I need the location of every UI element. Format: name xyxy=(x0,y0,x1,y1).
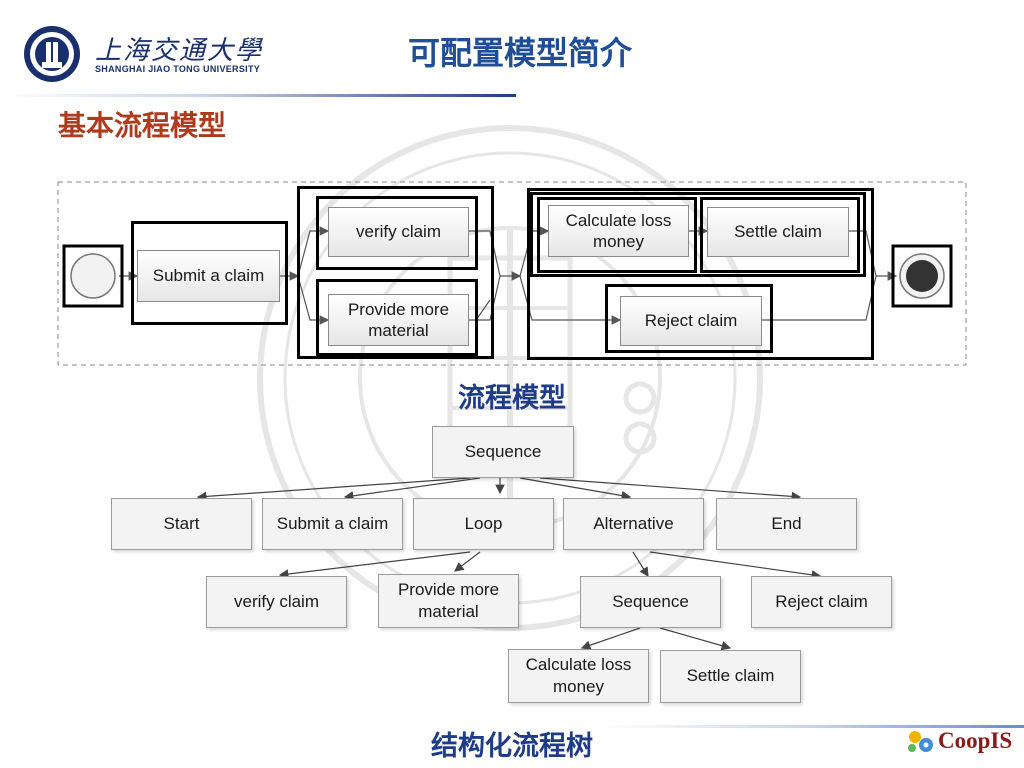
activity-label: Settle claim xyxy=(734,222,822,242)
process-tree-caption: 结构化流程树 xyxy=(431,731,593,762)
node-label: Submit a claim xyxy=(276,513,389,533)
activity-label: Submit a claim xyxy=(152,266,265,286)
node-label: Sequence xyxy=(612,591,689,611)
label-line: Calculate loss xyxy=(525,654,632,674)
label-line: Provide more xyxy=(397,579,500,599)
tree-node-verify-claim[interactable]: verify claim xyxy=(206,576,347,628)
node-label: Sequence xyxy=(464,441,542,461)
activity-settle-claim[interactable]: Settle claim xyxy=(707,207,849,257)
activity-verify-claim[interactable]: verify claim xyxy=(328,207,469,257)
end-event-icon xyxy=(891,244,953,308)
activity-submit-claim[interactable]: Submit a claim xyxy=(137,250,280,302)
tree-node-sequence-root[interactable]: Sequence xyxy=(432,426,574,478)
coopis-logo: CoopIS xyxy=(906,728,1012,754)
activity-calculate-loss[interactable]: Calculate loss money xyxy=(548,205,689,257)
tree-node-provide-material[interactable]: Provide more material xyxy=(378,574,519,628)
tree-node-reject-claim[interactable]: Reject claim xyxy=(751,576,892,628)
label-line: money xyxy=(592,232,644,251)
tree-node-end[interactable]: End xyxy=(716,498,857,550)
node-label: Calculate loss money xyxy=(526,654,632,698)
coopis-brand-text: CoopIS xyxy=(938,728,1013,753)
start-event-icon xyxy=(62,244,124,308)
node-label: Alternative xyxy=(593,513,674,533)
gears-icon xyxy=(908,731,933,752)
activity-label: Reject claim xyxy=(644,311,738,331)
label-line: material xyxy=(368,321,429,340)
activity-label: Provide more material xyxy=(348,299,449,342)
label-line: Provide more xyxy=(347,299,450,319)
tree-node-start[interactable]: Start xyxy=(111,498,252,550)
university-name-cn: 上海交通大學 xyxy=(95,36,264,66)
university-seal-icon xyxy=(24,26,80,82)
process-model-caption: 流程模型 xyxy=(458,383,566,414)
node-label: Start xyxy=(163,513,200,533)
node-label: verify claim xyxy=(233,591,319,611)
node-label: Provide more material xyxy=(398,579,499,623)
node-label: Loop xyxy=(464,513,503,533)
tree-node-alternative[interactable]: Alternative xyxy=(563,498,704,550)
section-heading: 基本流程模型 xyxy=(58,109,227,142)
tree-node-calculate-loss[interactable]: Calculate loss money xyxy=(508,649,649,703)
slide-title: 可配置模型简介 xyxy=(407,34,632,72)
node-label: Reject claim xyxy=(775,591,868,611)
label-line: Calculate loss xyxy=(565,210,672,230)
tree-node-sequence[interactable]: Sequence xyxy=(580,576,721,628)
university-name-en: SHANGHAI JIAO TONG UNIVERSITY xyxy=(95,64,261,74)
node-label: End xyxy=(771,513,802,533)
activity-reject-claim[interactable]: Reject claim xyxy=(620,296,762,346)
label-line: money xyxy=(552,677,604,696)
tree-node-settle-claim[interactable]: Settle claim xyxy=(660,650,801,703)
activity-provide-material[interactable]: Provide more material xyxy=(328,294,469,346)
label-line: material xyxy=(418,602,479,621)
activity-label: verify claim xyxy=(355,222,441,242)
tree-node-submit-claim[interactable]: Submit a claim xyxy=(262,498,403,550)
activity-label: Calculate loss money xyxy=(566,210,672,253)
tree-node-loop[interactable]: Loop xyxy=(413,498,554,550)
title-divider xyxy=(0,94,516,97)
footer-divider xyxy=(600,725,1024,728)
node-label: Settle claim xyxy=(686,666,775,686)
